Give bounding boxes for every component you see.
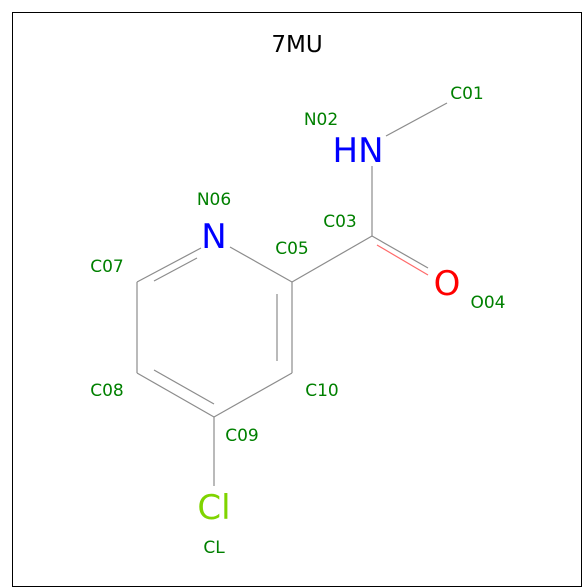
atom-label-c10: C10: [305, 381, 339, 401]
atom-label-n02: N02: [304, 110, 338, 130]
atom-label-c05: C05: [275, 239, 309, 259]
atom-label-c03: C03: [323, 212, 357, 232]
atom-label-c07: C07: [90, 257, 124, 277]
bond-c08-c09-inner: [153, 369, 215, 405]
atom-label-cl: CL: [203, 538, 225, 558]
oxygen-symbol: O: [434, 264, 461, 304]
bond-c03-o04-a: [371, 235, 429, 269]
atom-label-n06: N06: [197, 190, 231, 210]
molecule-title: 7MU: [271, 32, 322, 58]
chlorine-symbol: Cl: [197, 488, 230, 528]
bond-c01-n02: [385, 102, 448, 137]
atom-labels: C01 N02 C03 O04 C05 N06 C07 C08 C09 C10 …: [90, 84, 505, 558]
nitrogen-amide-symbol: HN: [333, 131, 384, 171]
nitrogen-ring-symbol: N: [201, 217, 226, 257]
atom-label-c01: C01: [450, 84, 484, 104]
bond-c05-n06: [229, 246, 293, 283]
atom-label-c09: C09: [225, 426, 259, 446]
bonds: [136, 102, 448, 486]
bond-n06-c07-inner: [153, 257, 198, 282]
bond-n06-c07: [136, 247, 202, 283]
diagram-frame: [12, 12, 582, 587]
bond-c03-o04-b: [376, 244, 429, 276]
bond-c08-c09: [136, 372, 215, 418]
bond-c03-c05: [291, 235, 373, 283]
atom-label-c08: C08: [90, 381, 124, 401]
atom-label-o04: O04: [470, 293, 505, 313]
bond-c09-c10: [213, 372, 293, 418]
